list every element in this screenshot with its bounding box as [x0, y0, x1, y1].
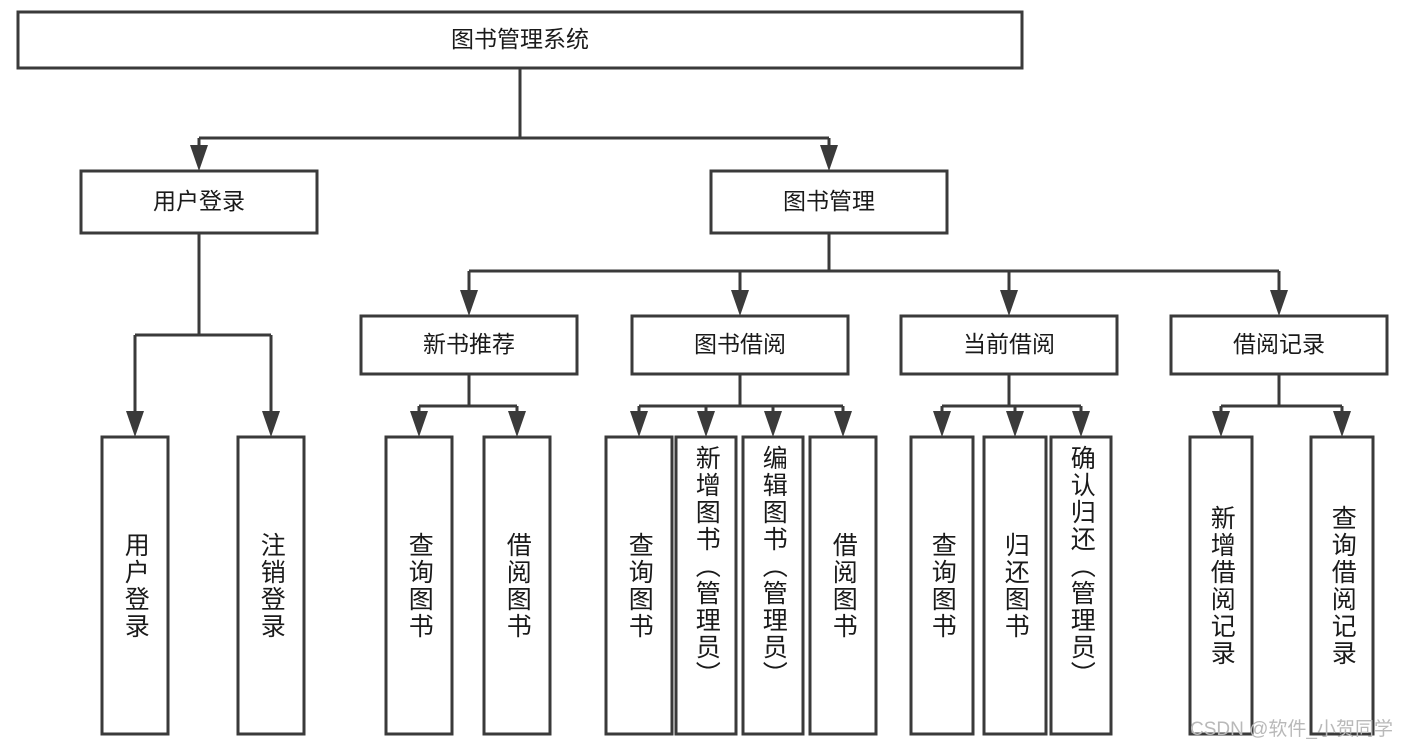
arrow-head-book-borrow: [731, 290, 749, 316]
edge-group-borrow-record: [1212, 374, 1351, 437]
node-book-borrow-box[interactable]: [630, 314, 850, 376]
arrow-head-leaf-return-book: [1006, 411, 1024, 437]
node-borrow-record-label: 借阅记录: [1233, 331, 1325, 357]
arrow-head-leaf-borrow-book-2: [834, 411, 852, 437]
node-book-mgmt-box[interactable]: [709, 169, 949, 235]
arrow-head-leaf-logout: [262, 411, 280, 437]
arrow-head-leaf-query-book-3: [933, 411, 951, 437]
watermark-text: CSDN @软件_小贺同学: [1190, 719, 1393, 740]
edge-group-book-borrow: [630, 374, 852, 437]
node-book-borrow-label: 图书借阅: [694, 331, 786, 357]
node-current-borrow[interactable]: 当前借阅: [899, 314, 1119, 376]
leaf-box-return-book[interactable]: [982, 435, 1048, 736]
node-book-mgmt-label: 图书管理: [783, 188, 875, 214]
node-new-book-rec[interactable]: 新书推荐: [359, 314, 579, 376]
arrow-head-new-book-rec: [460, 290, 478, 316]
node-book-borrow[interactable]: 图书借阅: [630, 314, 850, 376]
node-user-login[interactable]: 用户登录: [79, 169, 319, 235]
leaf-box-add-book[interactable]: [674, 435, 738, 736]
node-borrow-record[interactable]: 借阅记录: [1169, 314, 1389, 376]
node-user-login-label: 用户登录: [153, 188, 245, 214]
node-book-mgmt[interactable]: 图书管理: [709, 169, 949, 235]
node-root-box[interactable]: [16, 10, 1024, 70]
edge-group-current-borrow: [933, 374, 1090, 437]
arrow-head-leaf-confirm-return: [1072, 411, 1090, 437]
arrow-head-leaf-add-book: [697, 411, 715, 437]
leaf-box-edit-book[interactable]: [741, 435, 805, 736]
leaf-box-add-record[interactable]: [1188, 435, 1254, 736]
leaf-box-confirm-return[interactable]: [1049, 435, 1113, 736]
leaf-box-query-book-3[interactable]: [909, 435, 975, 736]
edge-group-book-mgmt: [460, 233, 1288, 316]
node-root[interactable]: 图书管理系统: [16, 10, 1024, 70]
arrow-head-borrow-record: [1270, 290, 1288, 316]
leaf-box-query-record[interactable]: [1309, 435, 1375, 736]
arrow-head-user-login: [190, 145, 208, 171]
leaf-box-user-login[interactable]: [100, 435, 170, 736]
leaf-boxes: [100, 435, 1375, 736]
edge-group-user-login: [126, 233, 280, 437]
node-new-book-rec-box[interactable]: [359, 314, 579, 376]
node-new-book-rec-label: 新书推荐: [423, 331, 515, 357]
arrow-head-leaf-query-record: [1333, 411, 1351, 437]
leaf-box-borrow-book-2[interactable]: [808, 435, 878, 736]
arrow-head-current-borrow: [1000, 290, 1018, 316]
node-current-borrow-box[interactable]: [899, 314, 1119, 376]
arrow-head-leaf-query-book-1: [410, 411, 428, 437]
leaf-box-borrow-book-1[interactable]: [482, 435, 552, 736]
arrow-head-book-mgmt: [820, 145, 838, 171]
leaf-box-logout[interactable]: [236, 435, 306, 736]
arrow-head-leaf-user-login: [126, 411, 144, 437]
arrow-head-leaf-query-book-2: [630, 411, 648, 437]
arrow-head-leaf-add-record: [1212, 411, 1230, 437]
node-root-label: 图书管理系统: [451, 26, 589, 52]
edge-group-new-book-rec: [410, 374, 526, 437]
arrow-head-leaf-borrow-book-1: [508, 411, 526, 437]
arrow-head-leaf-edit-book: [764, 411, 782, 437]
node-current-borrow-label: 当前借阅: [963, 331, 1055, 357]
leaf-box-query-book-2[interactable]: [604, 435, 674, 736]
node-borrow-record-box[interactable]: [1169, 314, 1389, 376]
edge-group-root: [190, 68, 838, 171]
leaf-box-query-book-1[interactable]: [384, 435, 454, 736]
node-user-login-box[interactable]: [79, 169, 319, 235]
